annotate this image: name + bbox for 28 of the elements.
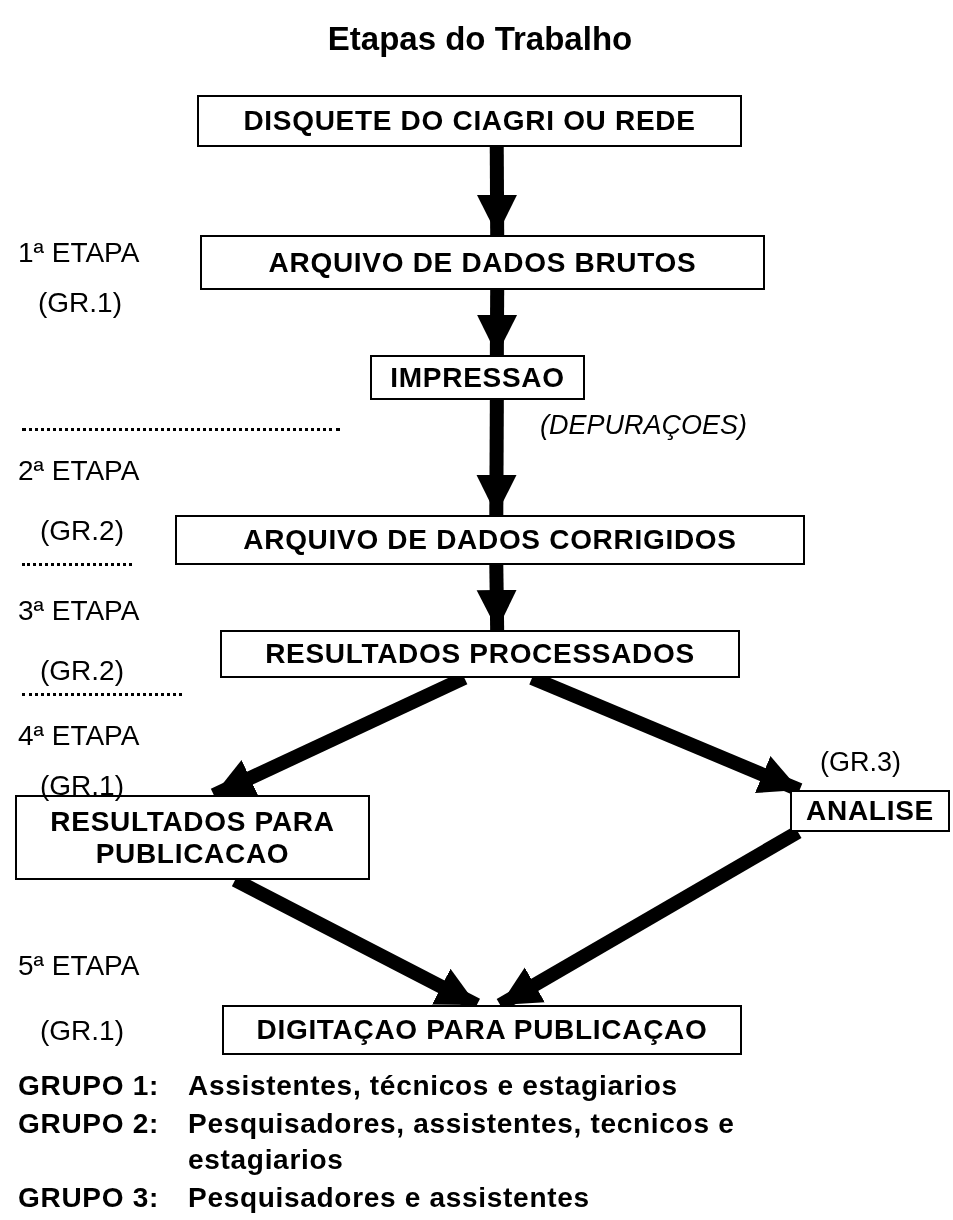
process-box: ANALISE: [790, 790, 950, 832]
arrow: [476, 564, 517, 631]
diagram-title: Etapas do Trabalho: [326, 19, 634, 59]
process-box: IMPRESSAO: [370, 355, 585, 400]
group-label: (GR.1): [40, 1014, 124, 1048]
group-label: (GR.2): [40, 514, 124, 548]
process-box: DIGITAÇAO PARA PUBLICAÇAO: [222, 1005, 742, 1055]
stage-label: 1ª ETAPA: [18, 236, 140, 270]
group-label: (GR.3): [820, 746, 901, 779]
stage-label: 2ª ETAPA: [18, 454, 140, 488]
group-description: Pesquisadores e assistentes: [188, 1181, 591, 1215]
arrow: [477, 146, 517, 236]
group-description: Pesquisadores, assistentes, tecnicos e estagiarios: [188, 1107, 736, 1177]
arrow: [477, 289, 518, 356]
group-name: GRUPO 3:: [18, 1181, 160, 1215]
process-box: ARQUIVO DE DADOS BRUTOS: [200, 235, 765, 290]
group-name: GRUPO 2:: [18, 1107, 160, 1141]
group-label: (GR.2): [40, 654, 124, 688]
process-box: DISQUETE DO CIAGRI OU REDE: [197, 95, 742, 147]
group-label: (GR.1): [38, 286, 122, 320]
arrow: [476, 399, 517, 516]
stage-label: 4ª ETAPA: [18, 719, 140, 753]
stage-label: 3ª ETAPA: [18, 594, 140, 628]
stage-label: 5ª ETAPA: [18, 949, 140, 983]
group-description: Assistentes, técnicos e estagiarios: [188, 1069, 679, 1103]
process-box: ARQUIVO DE DADOS CORRIGIDOS: [175, 515, 805, 565]
process-box: RESULTADOS PROCESSADOS: [220, 630, 740, 678]
group-name: GRUPO 1:: [18, 1069, 160, 1103]
